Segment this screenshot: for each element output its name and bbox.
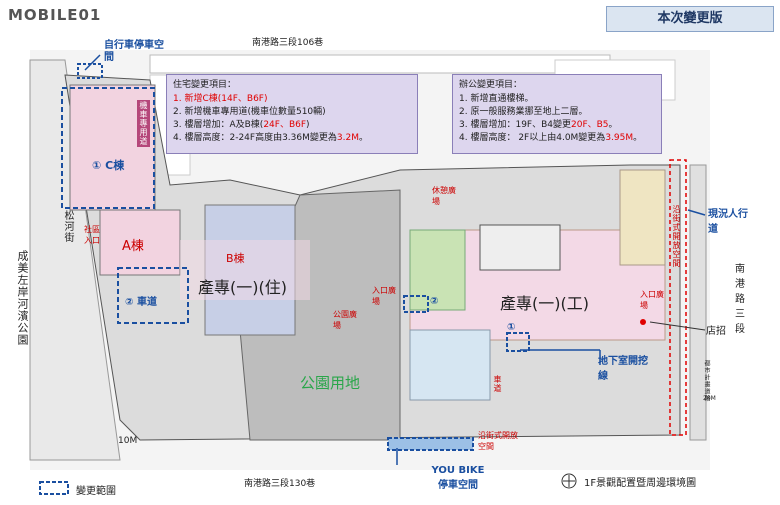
- legend-change-scope: 變更範圍: [76, 486, 116, 497]
- c-building-label: ① C棟: [92, 159, 125, 172]
- road-width-label: 10M: [118, 436, 138, 446]
- mobile01-logo: MOBILE01: [8, 6, 102, 24]
- zone-residential-label: 產專(一)(住): [198, 278, 287, 297]
- road-label-right: 南港路三段: [735, 264, 745, 335]
- road-label-park: 成美左岸河濱公園: [16, 250, 29, 346]
- park-land-label: 公園用地: [300, 374, 361, 392]
- carpark-label: ② 車道: [125, 297, 157, 308]
- driveway-label: 車道: [493, 375, 502, 393]
- marker-two: ②: [430, 296, 439, 307]
- shop-sign-label: 店招: [706, 326, 726, 337]
- road-label-street: 松河街: [62, 210, 73, 243]
- basement-line-label: 地下室開挖線: [598, 356, 648, 382]
- bike-parking-label: 自行車停車空間: [104, 40, 164, 63]
- office-change-notes: 辦公變更項目： 1. 新增直通樓梯。 2. 原一般服務業挪至地上二層。 3. 樓…: [452, 74, 662, 154]
- youbike-label: YOU BIKE停車空間: [431, 465, 485, 491]
- planned-road-label: 都市計畫道路: [703, 360, 710, 402]
- office-notes-heading: 辦公變更項目：: [459, 80, 523, 90]
- residential-note-2: 2. 新增機車專用道(機車位數量510輛): [173, 107, 326, 117]
- a-building-label: A棟: [122, 239, 144, 254]
- street-open-space-label: 沿街式開放空間: [478, 431, 518, 451]
- park-plaza-label: 公園廣場: [333, 310, 357, 330]
- zone-industrial-label: 產專(一)(工): [500, 294, 589, 313]
- motorcycle-lane-label: 機車專用道: [137, 100, 150, 147]
- page-title: 本次變更版: [606, 6, 774, 32]
- street-open-space-right-label: 沿街式開放空間: [672, 205, 681, 268]
- marker-one: ①: [507, 322, 516, 333]
- residential-note-4: 4. 樓層高度：2-24F高度由3.36M變更為3.2M。: [173, 133, 368, 143]
- residential-change-notes: 住宅變更項目： 1. 新增C棟(14F、B6F) 2. 新增機車專用道(機車位數…: [166, 74, 418, 154]
- community-plaza-label: 社區入口: [84, 225, 100, 245]
- office-note-3: 3. 樓層增加：19F、B4變更20F、B5。: [459, 120, 618, 130]
- office-note-4: 4. 樓層高度： 2F以上由4.0M變更為3.95M。: [459, 133, 643, 143]
- figure-caption: 1F景觀配置暨周邊環境圖: [584, 478, 697, 489]
- residential-notes-heading: 住宅變更項目：: [173, 80, 237, 90]
- residential-note-3: 3. 樓層增加：A及B棟(24F、B6F): [173, 120, 310, 130]
- road-width-20m: 20M: [703, 395, 716, 402]
- road-label-bottom: 南港路三段130巷: [244, 479, 316, 489]
- leisure-plaza-label: 休憩廣場: [432, 186, 456, 206]
- residential-note-1: 1. 新增C棟(14F、B6F): [173, 94, 268, 104]
- entrance-plaza-right-label: 入口廣場: [640, 290, 664, 310]
- sidewalk-label: 現況人行道: [708, 209, 748, 235]
- office-note-2: 2. 原一般服務業挪至地上二層。: [459, 107, 588, 117]
- road-label-top: 南港路三段106巷: [252, 38, 324, 48]
- b-building-label: B棟: [226, 252, 245, 265]
- office-note-1: 1. 新增直通樓梯。: [459, 94, 534, 104]
- entrance-plaza-label: 入口廣場: [372, 286, 396, 306]
